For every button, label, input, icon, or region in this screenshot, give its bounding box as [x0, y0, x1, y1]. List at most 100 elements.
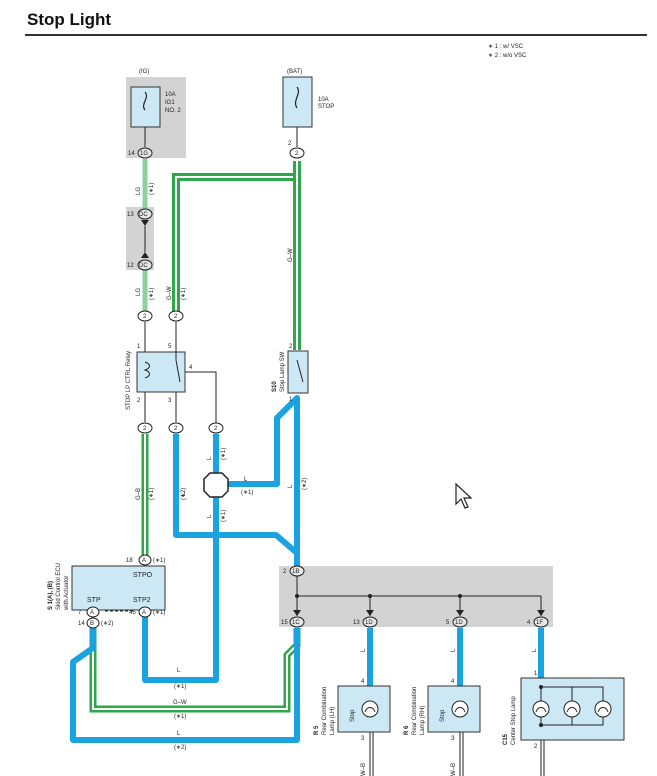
- svg-text:L: L: [288, 484, 294, 488]
- svg-text:LG: LG: [136, 288, 142, 296]
- fuse-ig-rating: 10A: [165, 92, 176, 98]
- svg-text:4: 4: [189, 365, 193, 371]
- svg-text:L: L: [181, 492, 187, 496]
- svg-text:4: 4: [451, 679, 455, 685]
- mouse-cursor-icon: [455, 483, 473, 509]
- rear-combination-lamp-lh: Stop 4 3 R 5 Rear Combination Lamp (LH) …: [314, 679, 391, 776]
- svg-text:LG: LG: [136, 187, 142, 195]
- connector-relay-in-2: 2: [168, 310, 184, 322]
- svg-text:Stop: Stop: [440, 709, 446, 722]
- svg-text:G–W: G–W: [167, 286, 173, 300]
- fuse-stop-name: STOP: [318, 104, 334, 110]
- svg-text:1B: 1B: [292, 569, 299, 575]
- junction-octagon: [203, 472, 229, 498]
- fuse-ig1: (IG) 10A IG1 NO. 2: [130, 69, 181, 147]
- svg-text:W–B: W–B: [361, 763, 367, 776]
- note-no-vsc: ∗ 2 : w/o VSC: [488, 53, 527, 59]
- wire-labels: LG (∗1) LG (∗1) G–W (∗1) G–W G–B (∗1) L …: [136, 183, 538, 751]
- svg-text:Lamp (LH): Lamp (LH): [330, 707, 336, 735]
- svg-text:3: 3: [451, 736, 455, 742]
- svg-text:S 1(A), (B): S 1(A), (B): [48, 581, 54, 610]
- svg-text:45: 45: [129, 610, 136, 616]
- svg-text:Lamp (RH): Lamp (RH): [420, 706, 426, 735]
- junction-block: 2 1B 15 1C 13 1D 5 1D 4 1F: [281, 565, 549, 628]
- fuse-ig-name2: NO. 2: [165, 108, 181, 114]
- fuse-ig-name: IG1: [165, 100, 175, 106]
- svg-text:(∗2): (∗2): [181, 488, 187, 500]
- svg-text:A: A: [142, 610, 146, 616]
- wire-gw-bottom: [89, 628, 301, 713]
- svg-text:L: L: [532, 648, 538, 652]
- svg-text:(∗1): (∗1): [153, 558, 165, 564]
- svg-text:B: B: [90, 621, 94, 627]
- svg-text:1D: 1D: [365, 620, 373, 626]
- rear-combination-lamp-rh: Stop 4 3 R 6 Rear Combination Lamp (RH) …: [404, 679, 481, 776]
- svg-text:13: 13: [127, 212, 134, 218]
- svg-text:4: 4: [361, 679, 365, 685]
- ig-label: (IG): [139, 69, 149, 75]
- svg-text:L: L: [177, 668, 181, 674]
- svg-text:5: 5: [168, 344, 172, 350]
- svg-text:5: 5: [446, 620, 450, 626]
- svg-text:L: L: [361, 648, 367, 652]
- svg-text:2: 2: [143, 426, 147, 432]
- connector-relay-in-1: 2: [137, 310, 153, 322]
- svg-text:L: L: [207, 514, 213, 518]
- svg-text:R 5: R 5: [314, 725, 320, 735]
- svg-text:Rear Combination: Rear Combination: [412, 687, 418, 735]
- svg-text:Center Stop Lamp: Center Stop Lamp: [511, 696, 517, 745]
- title-rule: [25, 34, 647, 36]
- svg-text:14: 14: [128, 151, 135, 157]
- svg-text:2: 2: [289, 344, 293, 350]
- svg-text:(∗2): (∗2): [302, 478, 308, 490]
- svg-text:1D: 1D: [455, 620, 463, 626]
- center-stop-lamp: 1 2 C15 Center Stop Lamp: [503, 671, 625, 776]
- svg-text:3: 3: [168, 398, 172, 404]
- svg-text:(∗1): (∗1): [149, 288, 155, 300]
- connector-stop-fuse-out: 2 2: [288, 141, 305, 159]
- svg-text:4: 4: [527, 620, 531, 626]
- svg-text:(∗1): (∗1): [153, 610, 165, 616]
- svg-text:(∗2): (∗2): [174, 745, 186, 751]
- svg-text:15: 15: [281, 620, 288, 626]
- connector-dc-13: 13 DC: [127, 208, 153, 258]
- svg-text:1: 1: [534, 671, 538, 677]
- svg-text:18: 18: [126, 558, 133, 564]
- svg-text:with Actuator: with Actuator: [64, 576, 70, 611]
- connector-relay-out-1: 2: [137, 422, 153, 434]
- svg-text:(∗1): (∗1): [181, 288, 187, 300]
- stop-lamp-switch: 2 1 S10 Stop Lamp SW: [272, 344, 309, 403]
- connector-relay-out-2: 2: [168, 422, 184, 434]
- svg-text:(∗1): (∗1): [149, 183, 155, 195]
- svg-text:2: 2: [283, 569, 287, 575]
- note-vsc: ∗ 1 : w/ VSC: [488, 44, 524, 50]
- svg-text:L: L: [207, 456, 213, 460]
- svg-text:2: 2: [288, 141, 292, 147]
- svg-text:G–B: G–B: [136, 488, 142, 500]
- svg-text:2: 2: [174, 314, 178, 320]
- svg-text:(∗1): (∗1): [174, 684, 186, 690]
- fuse-stop: (BAT) 10A STOP: [282, 69, 334, 147]
- stop-switch-id: S10: [272, 381, 278, 392]
- svg-text:3: 3: [361, 736, 365, 742]
- stop-switch-label: Stop Lamp SW: [280, 351, 286, 392]
- svg-text:(∗1): (∗1): [221, 510, 227, 522]
- wire-gw: [172, 161, 301, 350]
- svg-text:(∗1): (∗1): [149, 488, 155, 500]
- svg-text:Stop: Stop: [350, 709, 356, 722]
- svg-text:2: 2: [534, 744, 538, 750]
- page-title: Stop Light: [27, 10, 112, 29]
- svg-text:Skid Control ECU: Skid Control ECU: [56, 563, 62, 610]
- relay-output-wire: [180, 371, 217, 424]
- svg-text:2: 2: [174, 426, 178, 432]
- svg-text:(∗2): (∗2): [101, 621, 113, 627]
- svg-text:1C: 1C: [292, 620, 300, 626]
- svg-text:1: 1: [289, 397, 293, 403]
- connector-relay-out-3: 2: [208, 422, 224, 434]
- svg-text:STPO: STPO: [133, 572, 153, 579]
- svg-text:STP: STP: [87, 597, 101, 604]
- svg-text:STP2: STP2: [133, 597, 151, 604]
- stop-lp-ctrl-relay: 1 5 2 3 4 STOP LP CTRL Relay: [126, 322, 193, 422]
- connector-dc-12: 12 DC: [127, 259, 153, 271]
